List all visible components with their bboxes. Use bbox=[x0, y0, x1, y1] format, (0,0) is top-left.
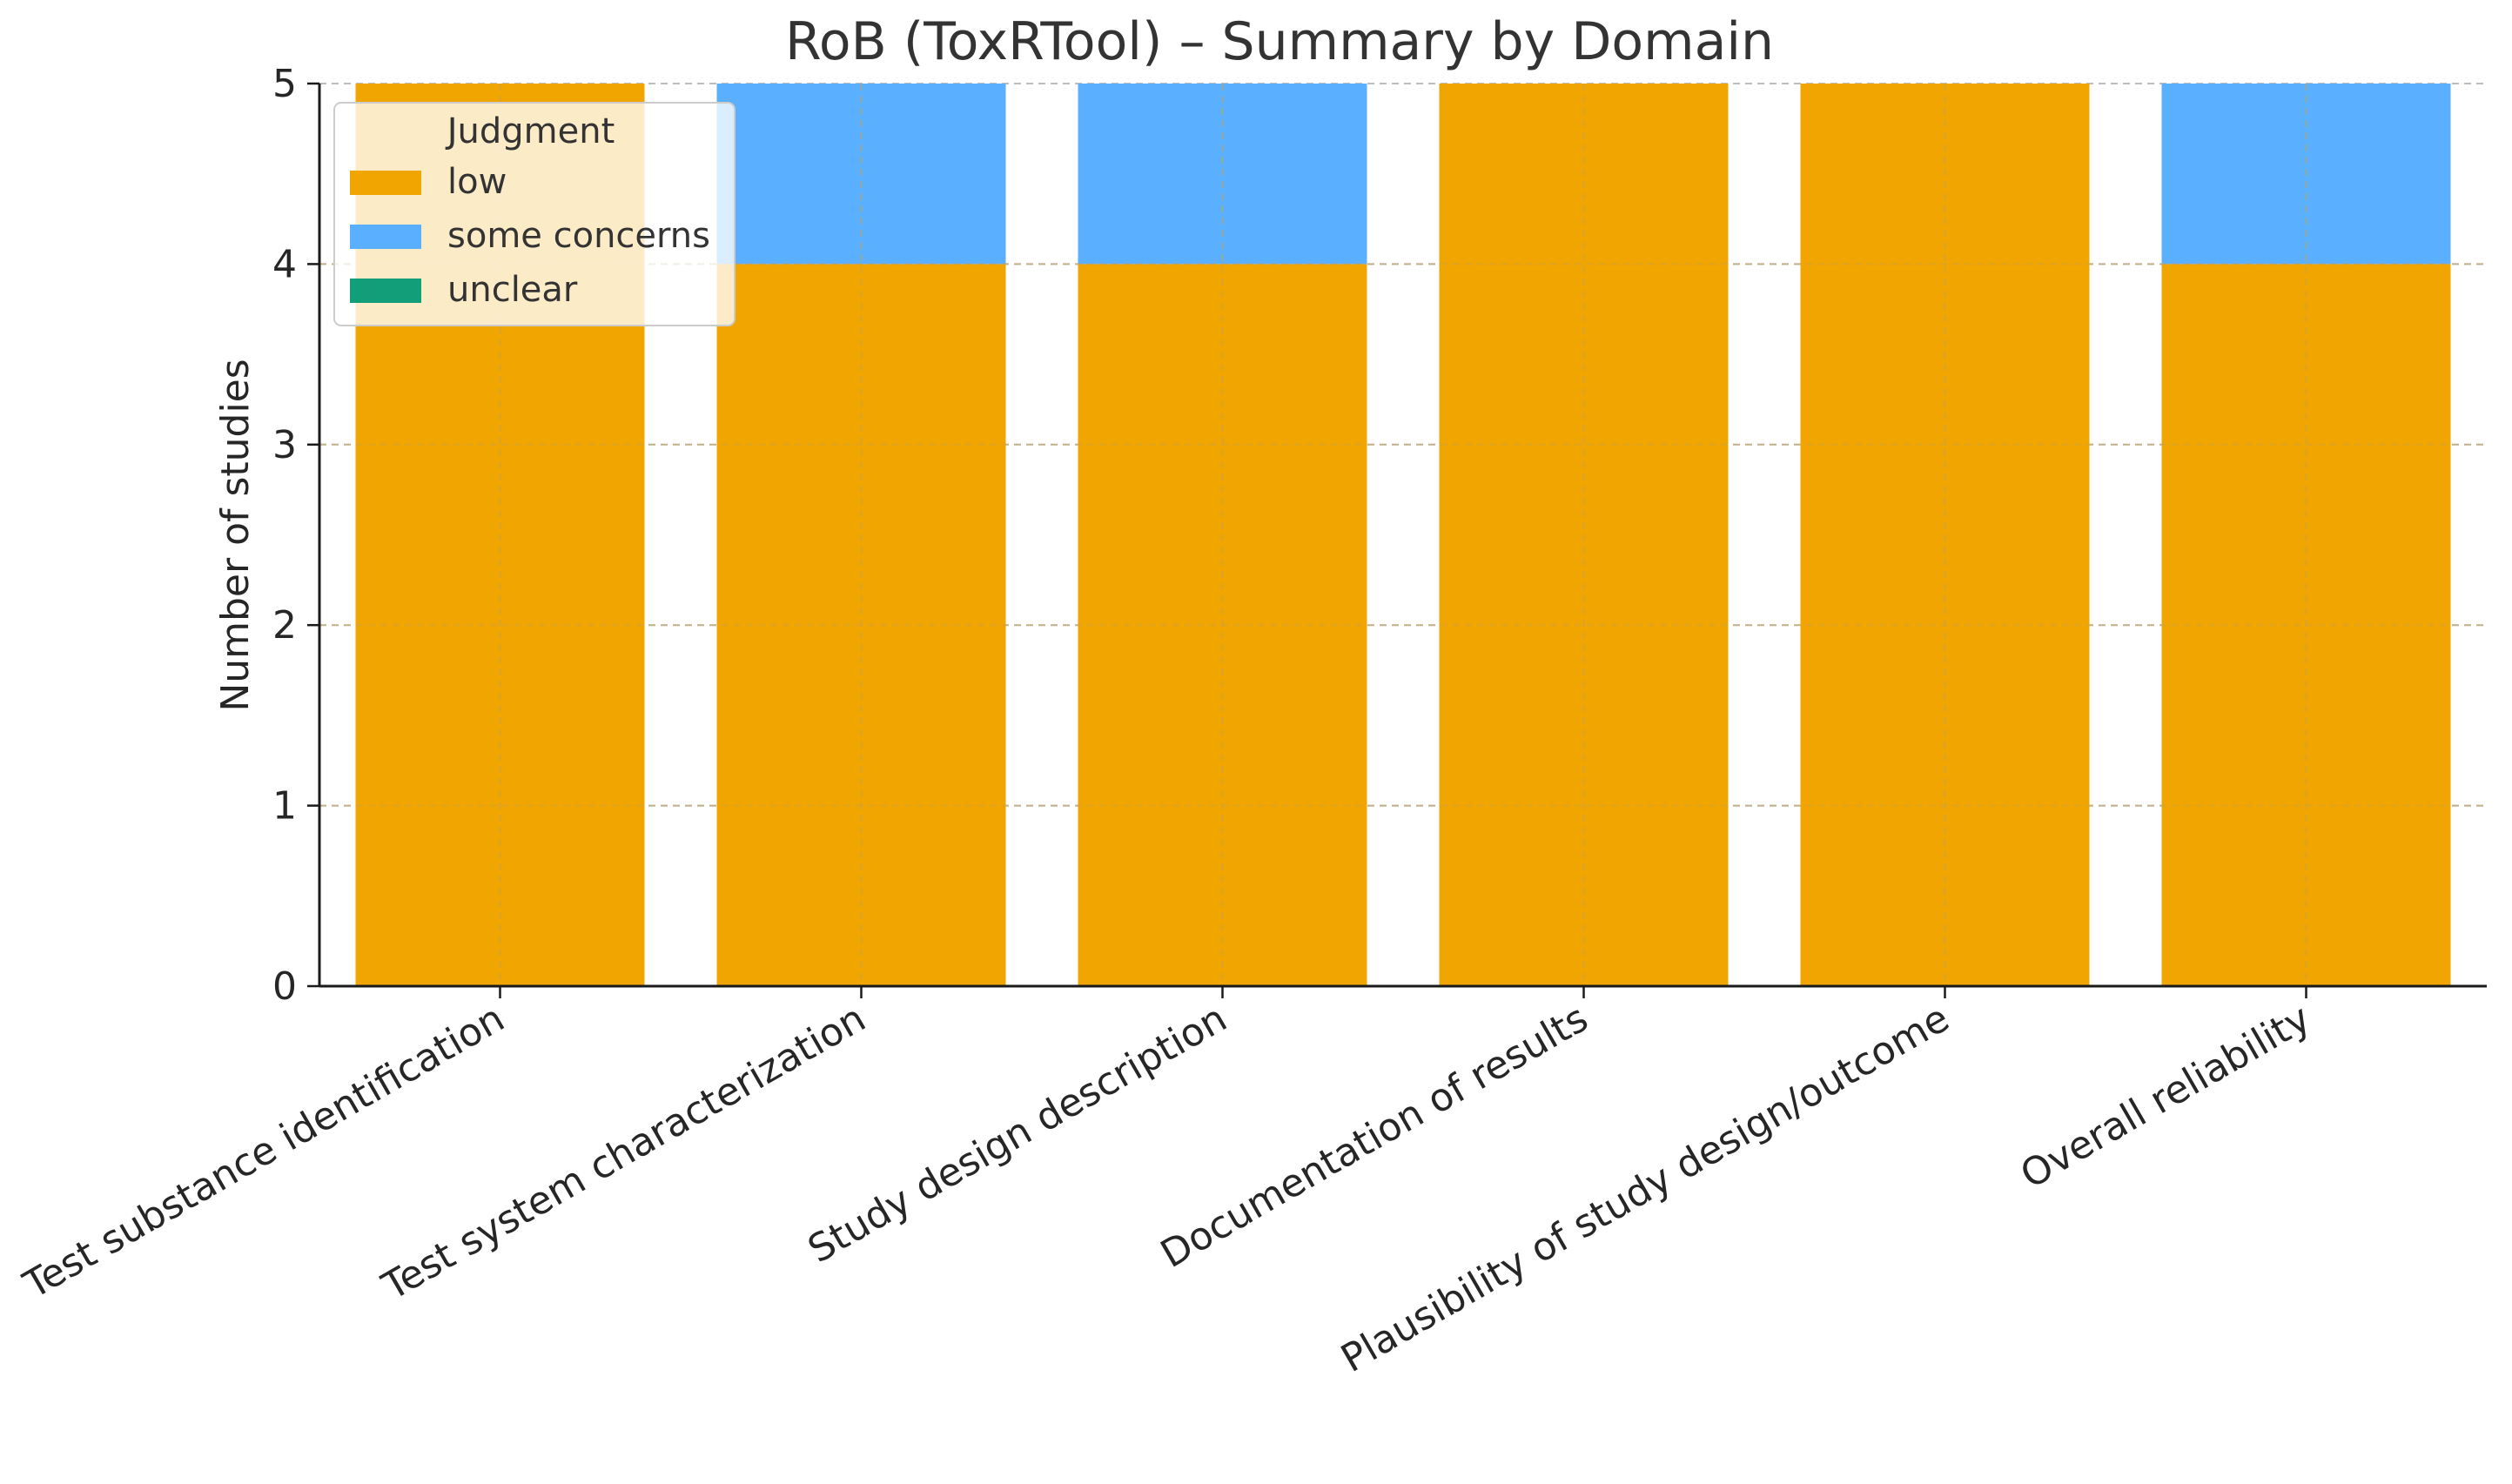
y-tick-label: 0 bbox=[272, 964, 297, 1009]
legend: Judgment low some concerns unclear bbox=[333, 102, 735, 326]
x-tick-label: Plausibility of study design/outcome bbox=[1333, 996, 1957, 1381]
bars bbox=[319, 84, 2487, 986]
y-tick-label: 4 bbox=[272, 242, 297, 286]
legend-label: unclear bbox=[447, 270, 578, 310]
y-tick-label: 3 bbox=[272, 423, 297, 467]
legend-frame bbox=[333, 102, 735, 326]
legend-swatch bbox=[350, 171, 421, 195]
y-tick-label: 5 bbox=[272, 62, 297, 106]
y-axis-title: Number of studies bbox=[213, 359, 258, 711]
legend-title: Judgment bbox=[445, 111, 615, 151]
legend-swatch bbox=[350, 225, 421, 249]
y-tick-label: 1 bbox=[272, 784, 297, 829]
legend-swatch bbox=[350, 279, 421, 303]
legend-label: low bbox=[447, 162, 507, 202]
y-tick-label: 2 bbox=[272, 603, 297, 648]
chart-title: RoB (ToxRTool) – Summary by Domain bbox=[785, 11, 1774, 72]
legend-label: some concerns bbox=[447, 216, 710, 256]
x-tick-label: Overall reliability bbox=[2013, 996, 2318, 1198]
